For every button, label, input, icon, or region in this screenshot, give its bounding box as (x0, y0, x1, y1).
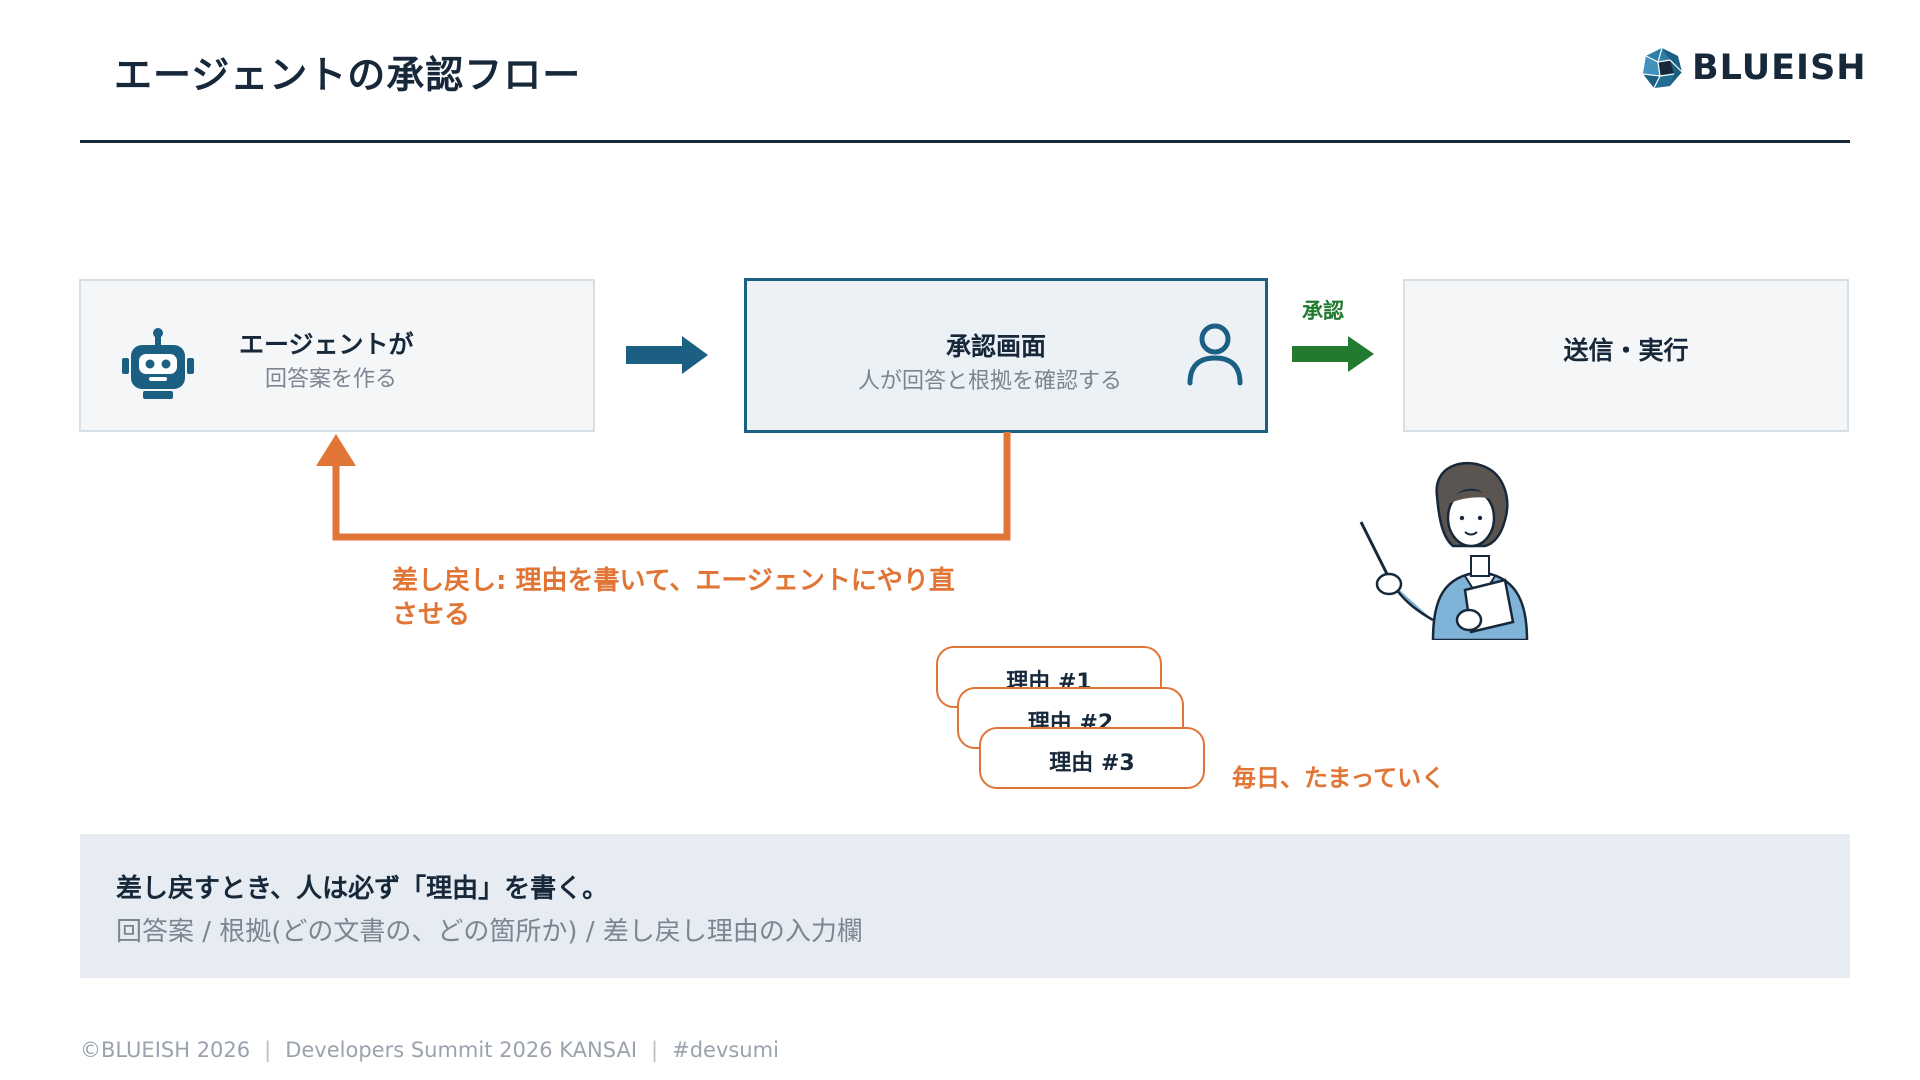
footer-event: Developers Summit 2026 KANSAI (285, 1038, 638, 1062)
summary-note: 差し戻すとき、人は必ず「理由」を書く。 回答案 / 根拠(どの文書の、どの箇所か… (80, 834, 1850, 978)
flow-step-send-execute: 送信・実行 (1403, 279, 1849, 432)
reject-label: 差し戻し: 理由を書いて、エージェントにやり直させる (392, 566, 955, 630)
step2-subtitle: 人が回答と根拠を確認する (858, 369, 1123, 394)
page-title: エージェントの承認フロー (114, 53, 582, 97)
footer-separator: | (264, 1038, 272, 1062)
footer: ©BLUEISH 2026 | Developers Summit 2026 KAN… (80, 1038, 779, 1062)
step1-subtitle: 回答案を作る (265, 367, 398, 392)
summary-note-main: 差し戻すとき、人は必ず「理由」を書く。 (116, 874, 609, 904)
arrow-right-icon (1292, 336, 1374, 372)
presenter-illustration (1359, 461, 1529, 640)
step1-title: エージェントが (239, 330, 414, 359)
person-icon (1187, 323, 1243, 386)
reason-card: 理由 #3 (979, 727, 1205, 789)
flow-step-agent: エージェントが 回答案を作る (79, 279, 595, 432)
brand-mark-icon (1642, 47, 1683, 89)
brand-logo: BLUEISH (1640, 46, 1867, 90)
footer-copyright: ©BLUEISH 2026 (80, 1038, 251, 1062)
header-divider (80, 140, 1850, 143)
brand-name: BLUEISH (1692, 48, 1867, 88)
summary-note-sub: 回答案 / 根拠(どの文書の、どの箇所か) / 差し戻し理由の入力欄 (116, 917, 863, 947)
arrow-right-icon (626, 336, 708, 374)
flow-step-approval-screen: 承認画面 人が回答と根拠を確認する (744, 278, 1268, 433)
pile-caption: 毎日、たまっていく (1232, 764, 1446, 792)
approve-label: 承認 (1302, 299, 1344, 323)
step3-title: 送信・実行 (1563, 336, 1689, 365)
robot-icon (122, 328, 194, 399)
footer-separator: | (651, 1038, 659, 1062)
step2-title: 承認画面 (946, 332, 1047, 361)
footer-hashtag: #devsumi (672, 1038, 779, 1062)
reject-loop-arrow (316, 432, 1011, 541)
